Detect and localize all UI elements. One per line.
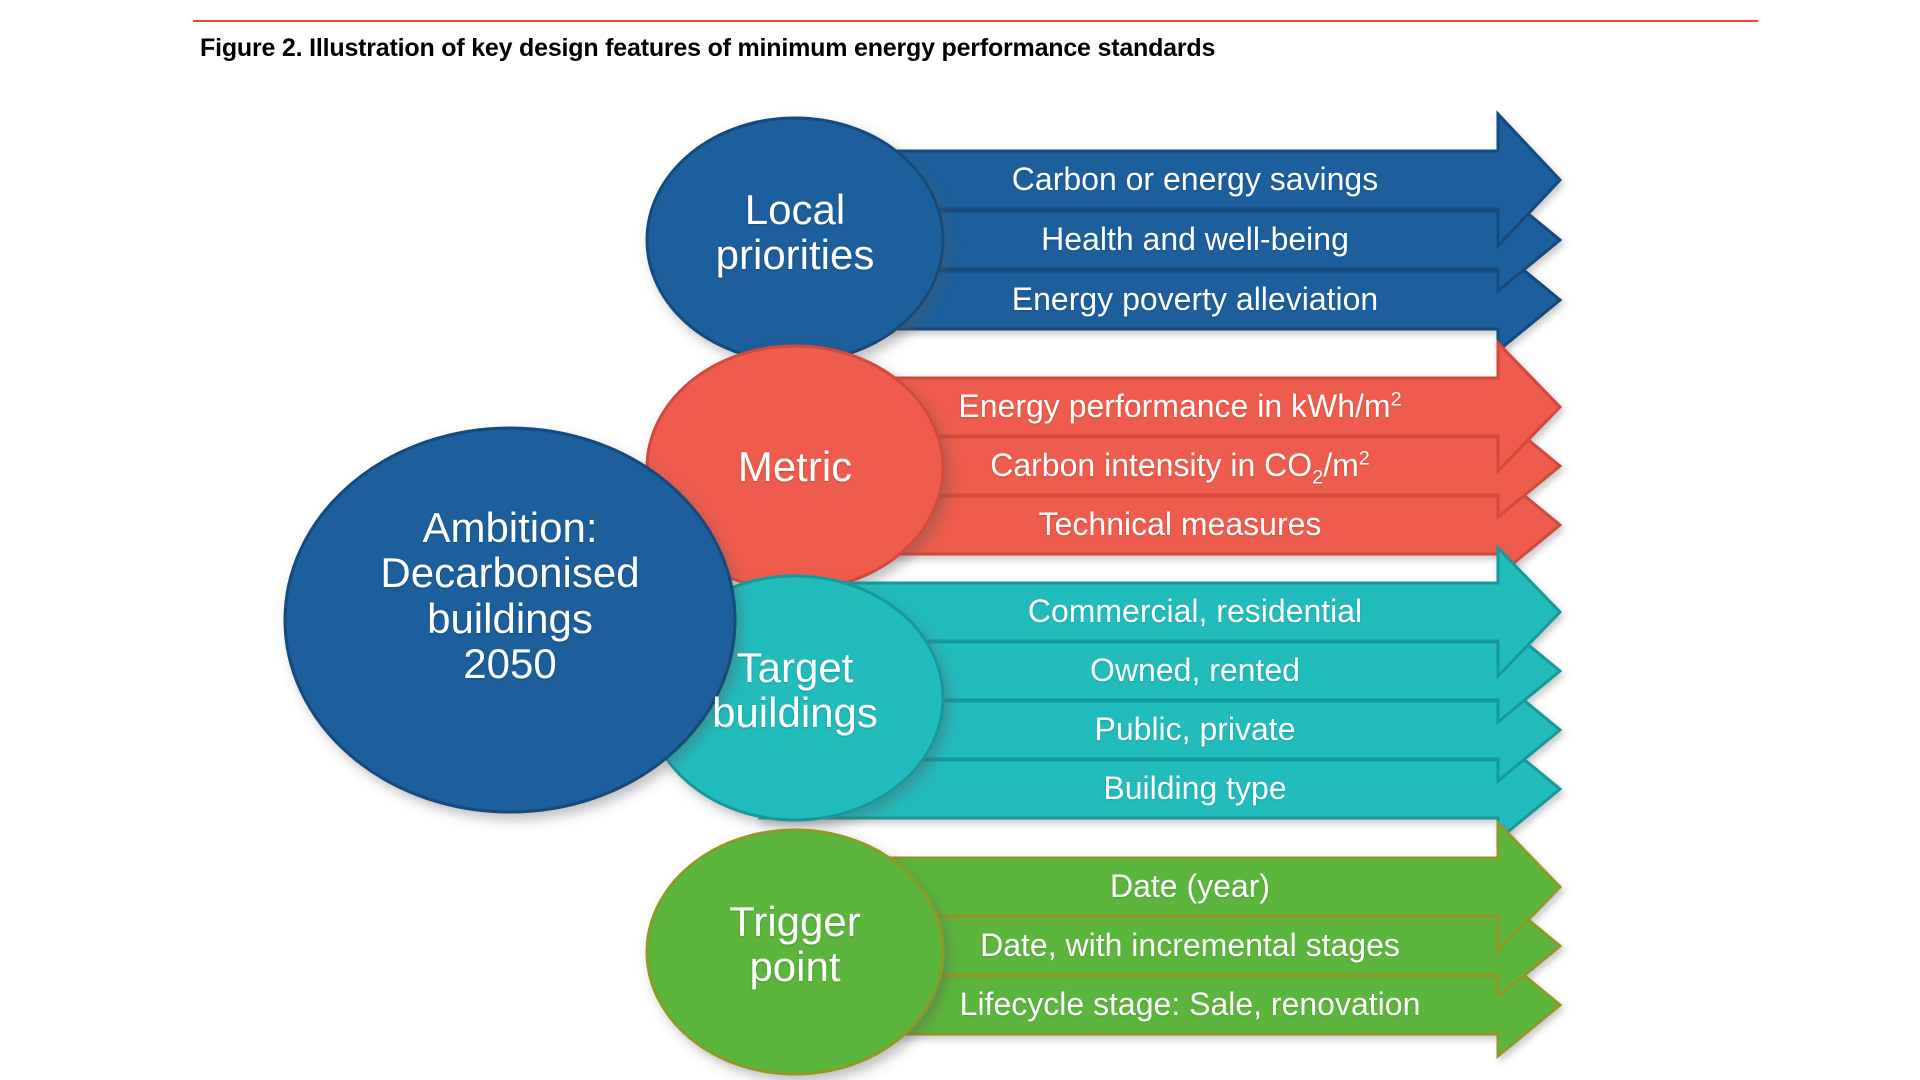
row-label-trigger-point-2: Date, with incremental stages [980, 927, 1400, 963]
figure-caption: Figure 2. Illustration of key design fea… [200, 34, 1216, 62]
row-label-local-priorities-3: Energy poverty alleviation [1011, 281, 1379, 317]
row-label-metric-3: Technical measures [1038, 506, 1322, 542]
group-local-priorities [645, 110, 1563, 364]
row-label-trigger-point-3: Lifecycle stage: Sale, renovation [959, 986, 1421, 1022]
row-label-target-buildings-3: Public, private [1094, 711, 1296, 747]
group-metric [645, 339, 1563, 592]
row-label-metric-1: Energy performance in kWh/m2 [958, 388, 1402, 424]
row-label-target-buildings-2: Owned, rented [1090, 652, 1300, 688]
header-rule [193, 20, 1758, 22]
row-label-trigger-point-1: Date (year) [1109, 868, 1271, 904]
hub-local-priorities[interactable] [645, 116, 945, 364]
row-label-metric-2: Carbon intensity in CO2/m2 [990, 447, 1370, 489]
group-trigger-point [645, 819, 1563, 1076]
hub-trigger-point[interactable] [645, 828, 945, 1076]
hub-ambition[interactable] [283, 426, 737, 814]
row-label-local-priorities-1: Carbon or energy savings [1011, 161, 1379, 197]
row-label-target-buildings-1: Commercial, residential [1027, 593, 1363, 629]
row-label-target-buildings-4: Building type [1103, 770, 1287, 806]
row-label-local-priorities-2: Health and well-being [1041, 221, 1349, 257]
